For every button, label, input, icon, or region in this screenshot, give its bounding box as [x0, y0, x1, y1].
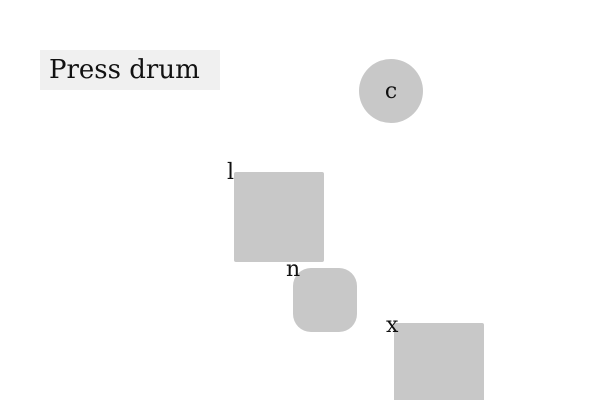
shape-l-square[interactable] — [234, 172, 324, 262]
shape-n-rounded-square[interactable] — [293, 268, 357, 332]
shape-c-label: c — [384, 78, 398, 104]
shape-x-label: x — [386, 313, 399, 338]
shape-c-circle[interactable]: c — [359, 59, 423, 123]
shape-x-square[interactable] — [394, 323, 484, 400]
shape-n-label: n — [286, 257, 301, 282]
shape-l-label: l — [227, 160, 235, 185]
instruction-text: Press drum — [40, 50, 220, 90]
